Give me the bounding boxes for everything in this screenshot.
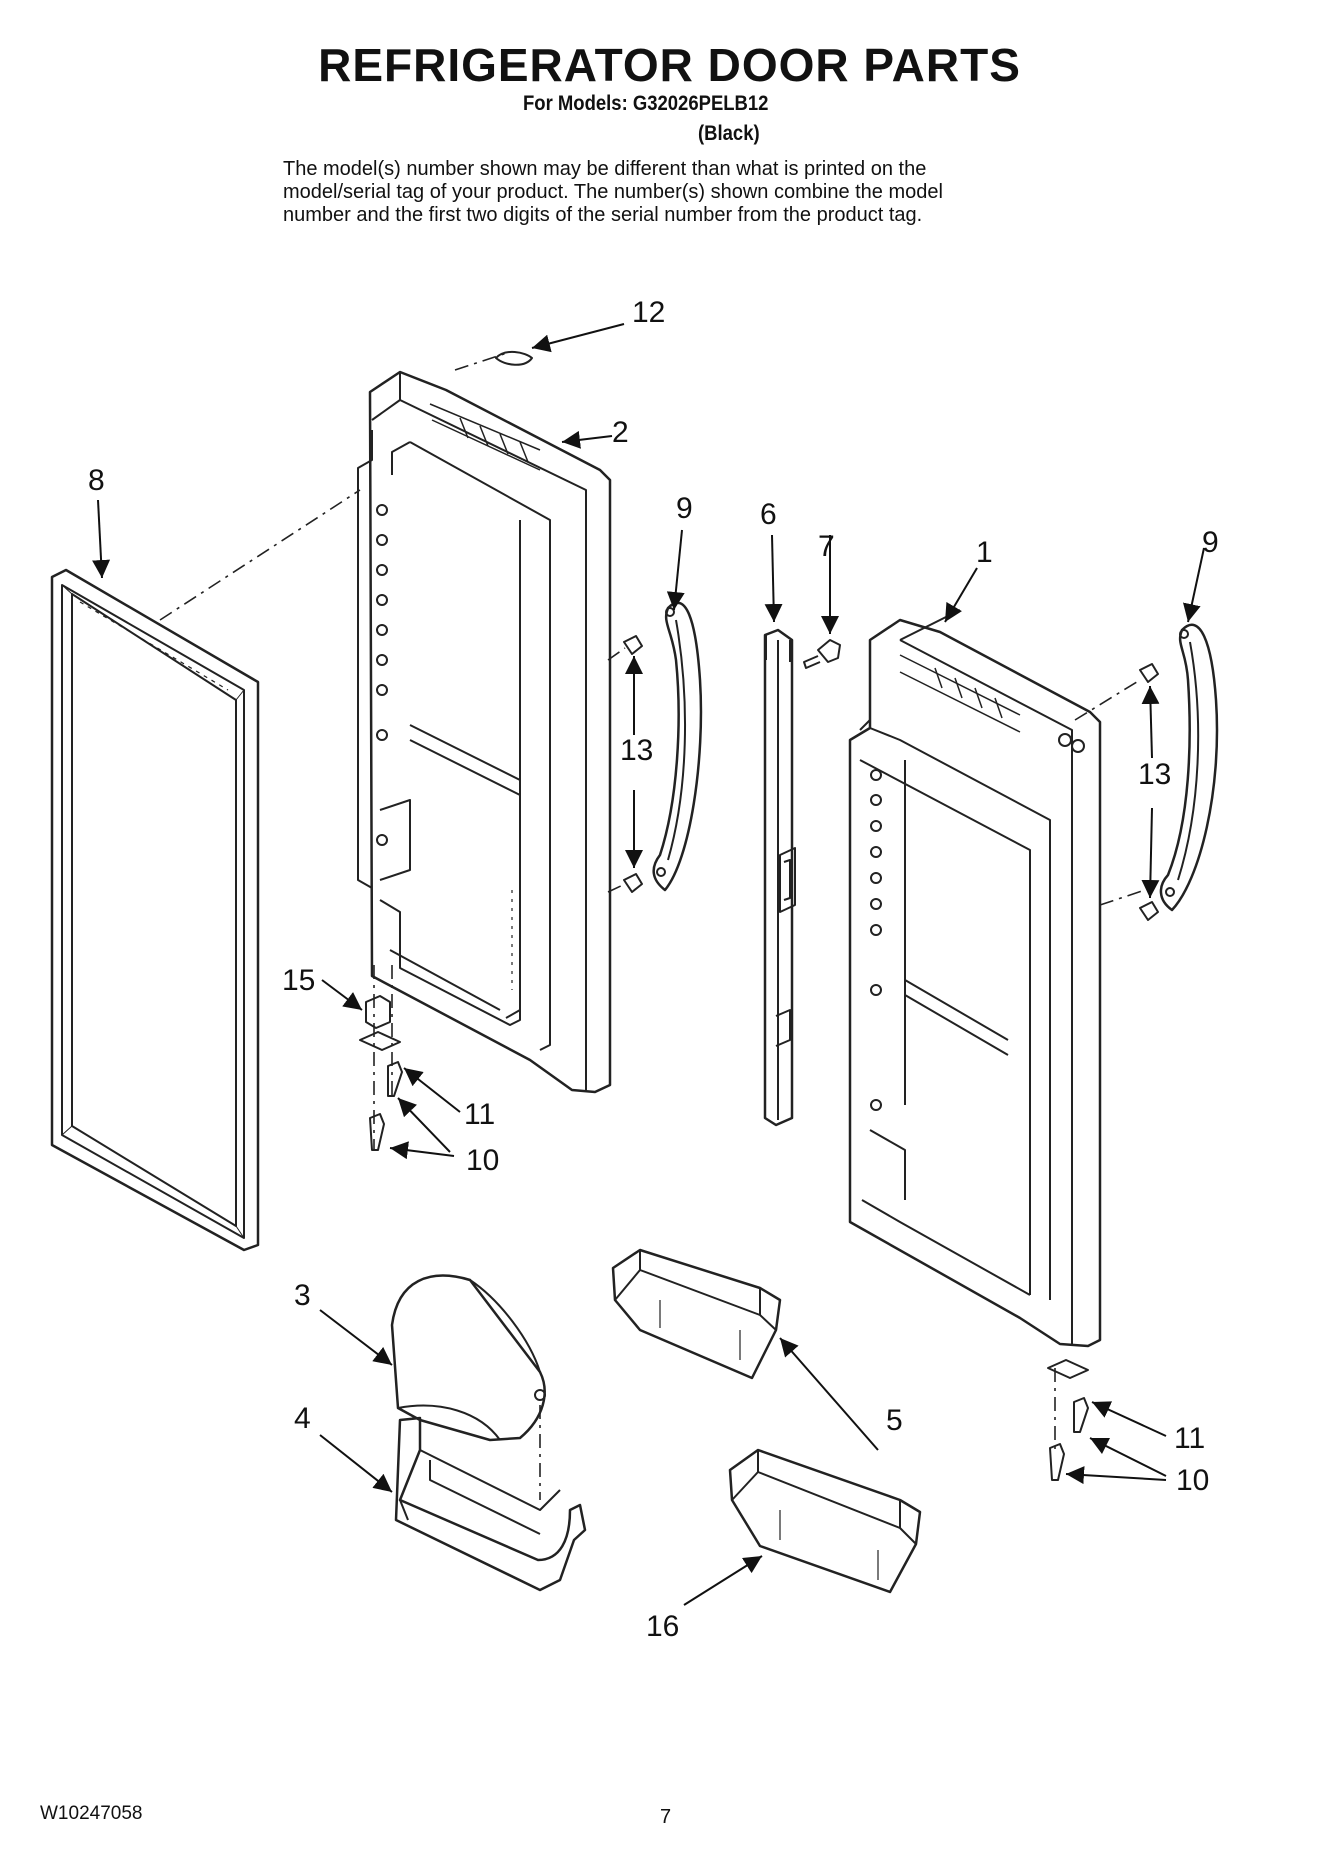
callout-13-right: 13 <box>1138 758 1171 791</box>
callout-12: 12 <box>632 296 665 329</box>
disclaimer-line: number and the first two digits of the s… <box>283 204 923 226</box>
handle-stud-part <box>623 635 1159 921</box>
hinge-cover-cap-part <box>495 351 533 366</box>
right-door-part <box>848 609 1102 1348</box>
page-title: REFRIGERATOR DOOR PARTS <box>318 39 1021 91</box>
callout-1: 1 <box>976 536 993 569</box>
callout-13-left: 13 <box>620 734 653 767</box>
disclaimer-text: The model(s) number shown may be differe… <box>283 158 1103 227</box>
callout-2: 2 <box>612 416 629 449</box>
model-number: For Models: G32026PELB12 <box>523 92 769 115</box>
mullion-bar-part <box>763 628 796 1127</box>
dairy-door-cover-part <box>390 1274 546 1442</box>
callout-15: 15 <box>282 964 315 997</box>
dairy-bin-part <box>394 1416 587 1592</box>
document-number: W10247058 <box>40 1803 143 1824</box>
door-bin-upper-part <box>611 1248 782 1380</box>
callout-6: 6 <box>760 498 777 531</box>
callout-3: 3 <box>294 1279 311 1312</box>
right-door-handle-part <box>1159 623 1219 912</box>
callout-5: 5 <box>886 1404 903 1437</box>
callout-7: 7 <box>818 530 835 563</box>
disclaimer-line: The model(s) number shown may be differe… <box>283 158 927 180</box>
model-color: (Black) <box>698 122 760 145</box>
callout-4: 4 <box>294 1402 311 1435</box>
callout-9-right: 9 <box>1202 526 1219 559</box>
callout-11-left: 11 <box>464 1098 495 1131</box>
left-door-handle-part <box>652 601 703 892</box>
hinge-screw-part <box>803 639 841 669</box>
left-hinge-hardware <box>359 995 403 1151</box>
callout-8: 8 <box>88 464 105 497</box>
callout-9-left: 9 <box>676 492 693 525</box>
callout-10-right: 10 <box>1176 1464 1209 1497</box>
door-gasket-part <box>50 568 260 1252</box>
left-door-part <box>357 370 612 1094</box>
page-number: 7 <box>660 1806 672 1828</box>
callout-10-left: 10 <box>466 1144 499 1177</box>
callout-16: 16 <box>646 1610 679 1643</box>
right-hinge-hardware <box>1047 1359 1089 1481</box>
disclaimer-line: model/serial tag of your product. The nu… <box>283 181 943 203</box>
callout-11-right: 11 <box>1174 1422 1205 1455</box>
door-bin-lower-part <box>728 1448 922 1594</box>
